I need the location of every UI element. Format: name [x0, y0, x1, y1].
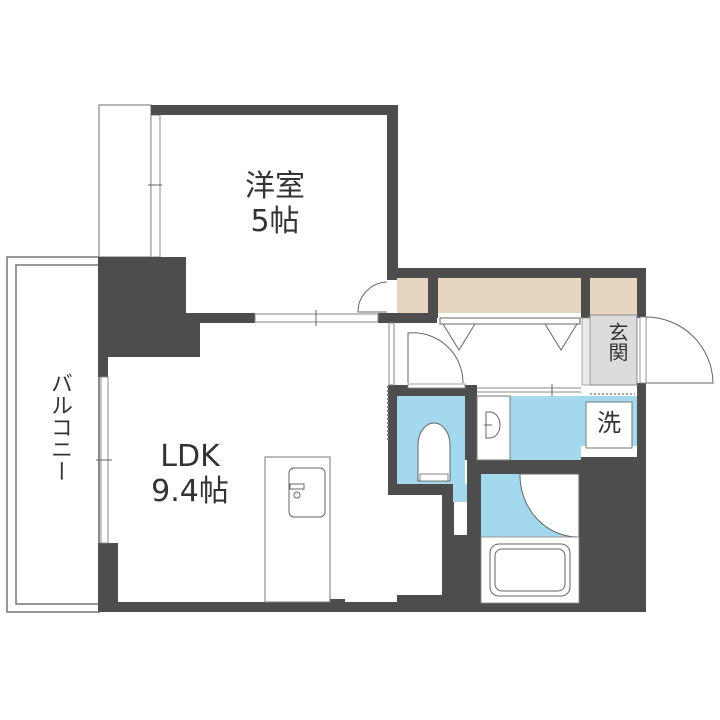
ldk-name: LDK [160, 439, 220, 474]
window-bay [98, 104, 152, 258]
storage-3 [590, 278, 637, 315]
western-room-label: 洋室 5帖 [220, 169, 330, 239]
western-room-name: 洋室 [245, 169, 305, 204]
bathtub-area [480, 536, 580, 604]
bathtub-icon [489, 543, 571, 597]
washbasin-icon [485, 411, 501, 439]
washer-label: 洗 [597, 409, 621, 437]
entrance-label: 玄関 [605, 322, 629, 362]
western-room-size: 5帖 [250, 203, 300, 239]
ldk-size: 9.4帖 [151, 473, 229, 509]
washer-space [585, 401, 633, 449]
ldk-label: LDK 9.4帖 [130, 439, 250, 509]
storage-2 [438, 278, 581, 313]
front-door[interactable] [645, 316, 714, 384]
storage-1 [397, 278, 428, 313]
closet-door[interactable] [439, 317, 581, 351]
kitchen-sink-icon [288, 467, 326, 518]
entrance-area [589, 314, 638, 386]
balcony-area [6, 256, 100, 613]
window-western-room [150, 114, 161, 258]
toilet-icon [417, 422, 451, 482]
balcony-label: バルコニー [47, 372, 72, 482]
door-hallway[interactable] [388, 322, 466, 389]
door-western-room[interactable] [357, 281, 388, 313]
walls [98, 105, 646, 612]
